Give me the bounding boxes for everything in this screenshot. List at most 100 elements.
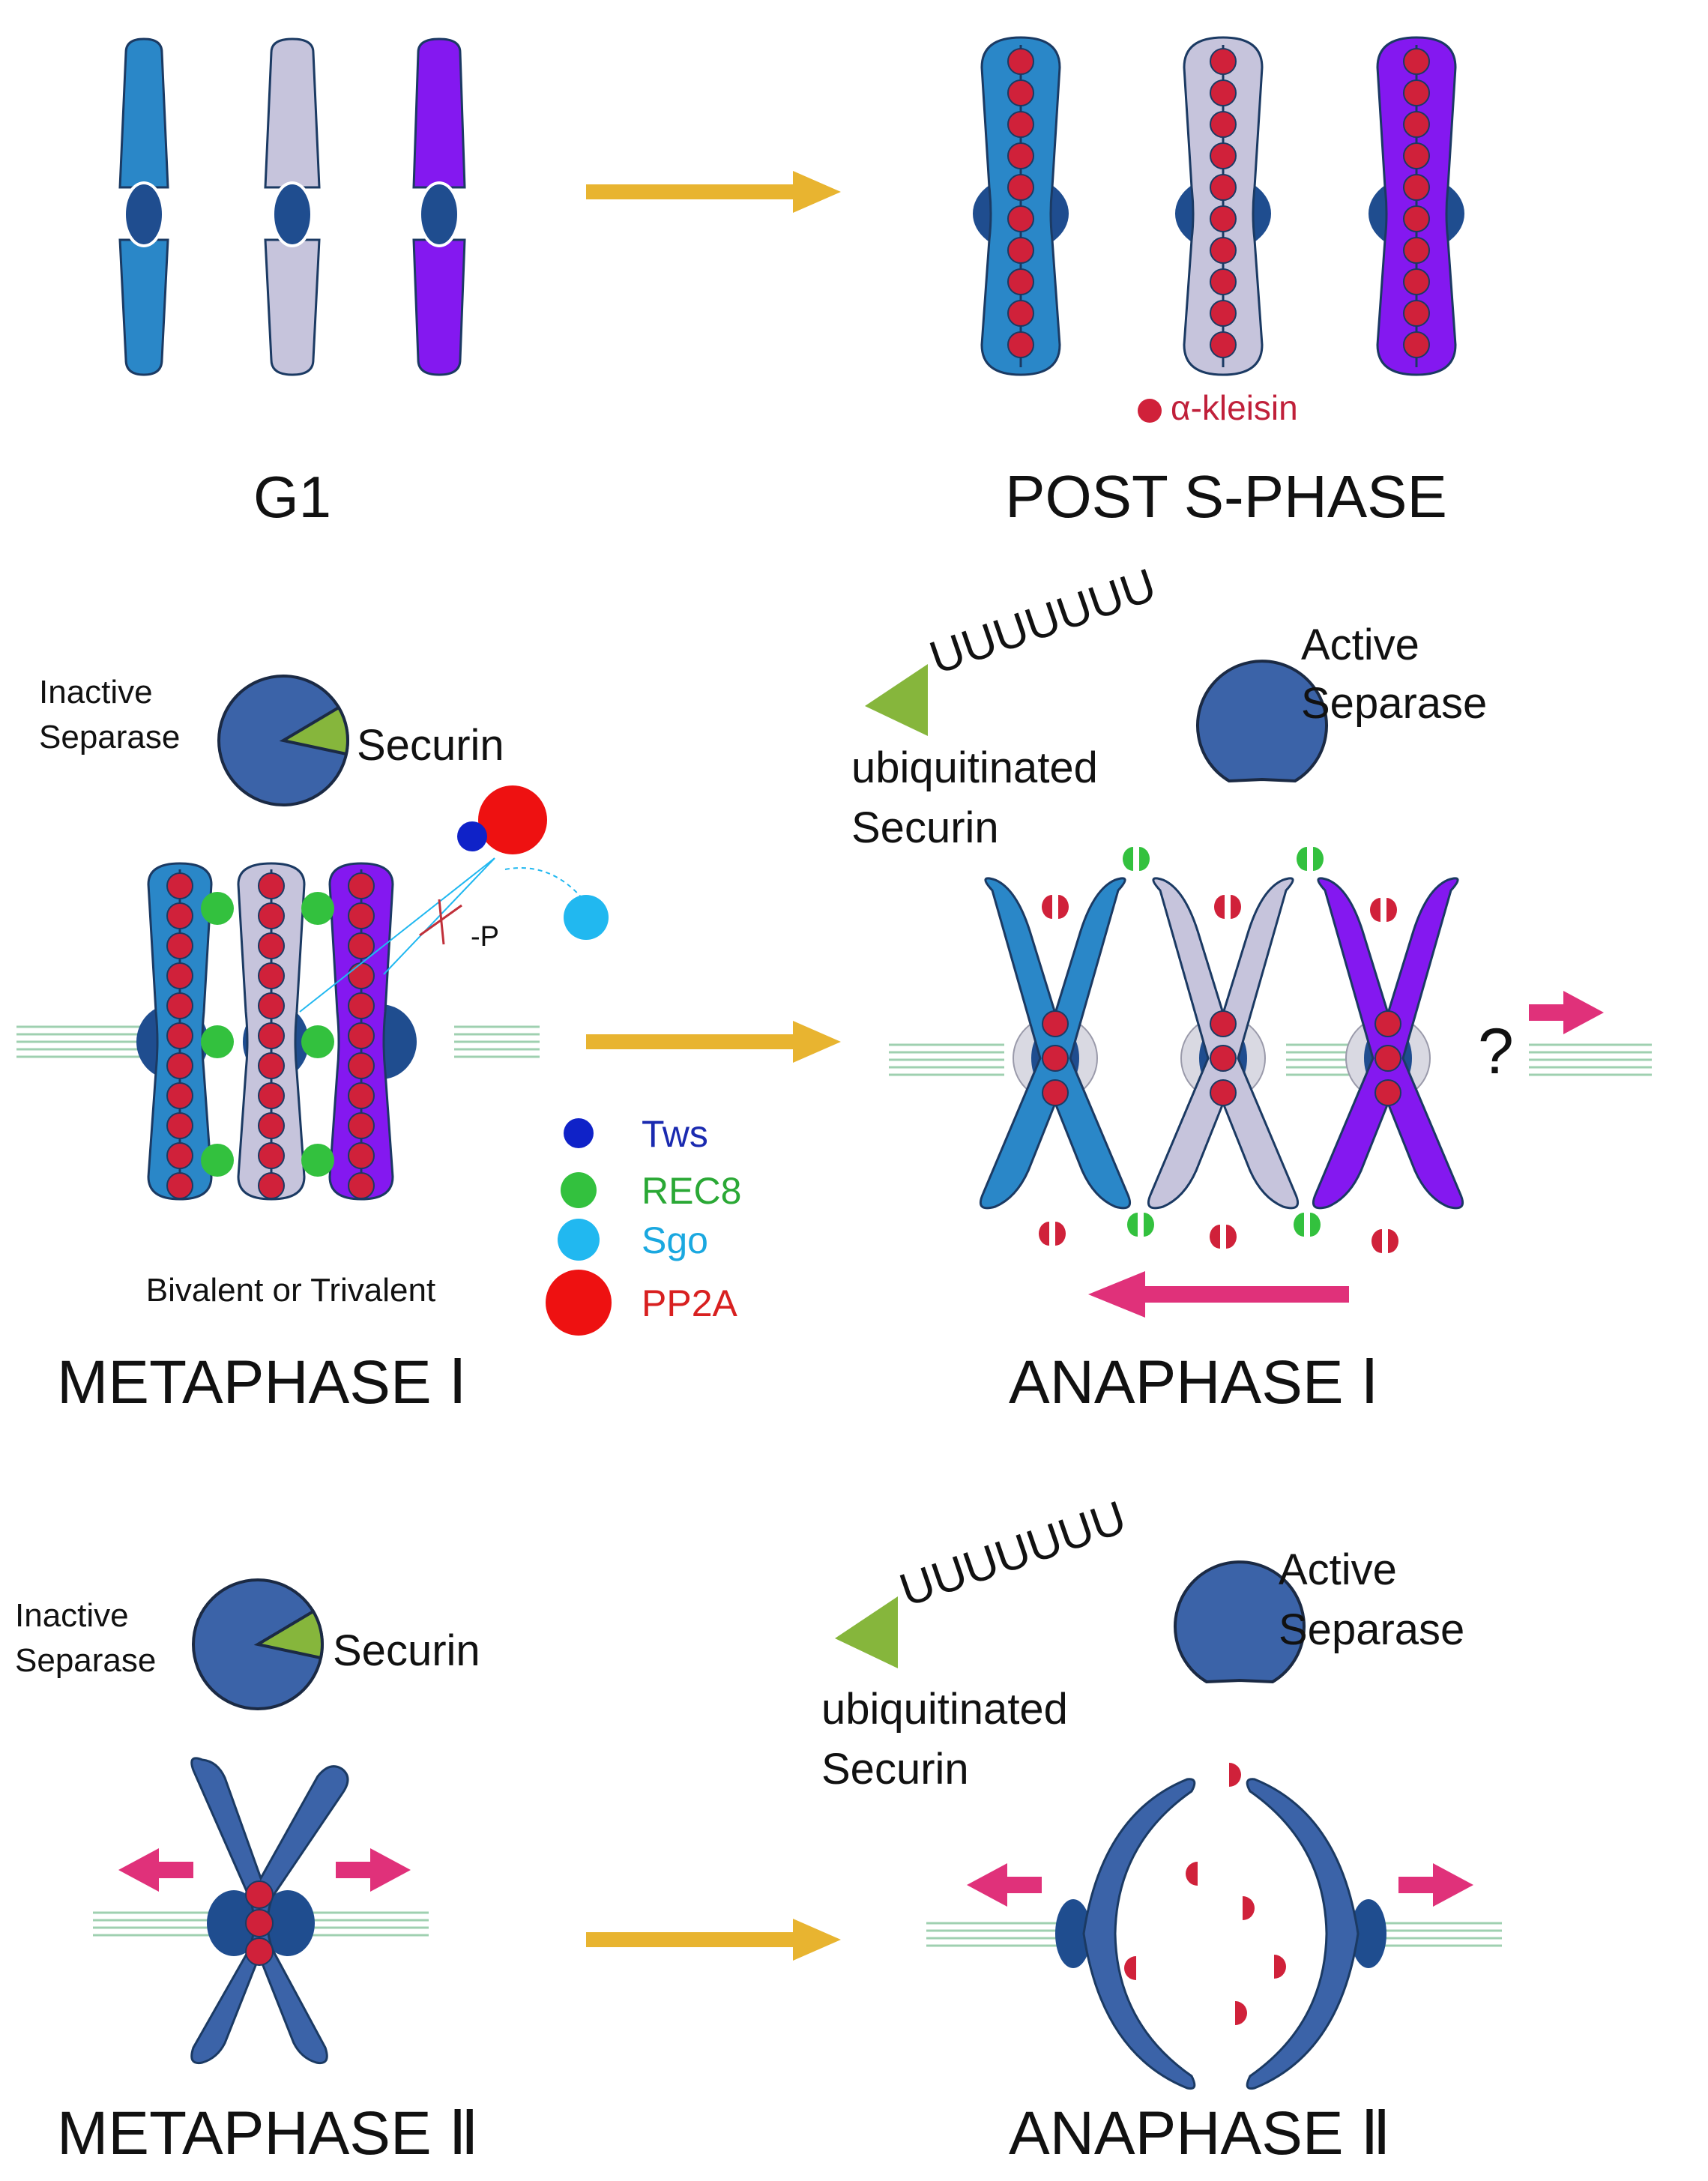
kleisin-dots <box>1007 48 1430 358</box>
ubiquitin-chain-2: UUUUUUU <box>893 1491 1132 1617</box>
legend-marker <box>561 1172 597 1208</box>
legend-label: REC8 <box>642 1170 741 1212</box>
cleaved-kleisin <box>1042 895 1069 919</box>
kleisin-dot <box>258 1172 285 1199</box>
arrow-icon <box>967 1863 1042 1907</box>
kleisin-dot <box>1210 1079 1237 1106</box>
kleisin-dot <box>348 932 375 959</box>
kleisin-dot <box>1374 1079 1401 1106</box>
separase-icon <box>192 1578 324 1710</box>
ubiquitinated-label-1b: Securin <box>851 803 999 852</box>
half <box>1039 1222 1049 1246</box>
cleaved-rec8 <box>1127 1213 1154 1237</box>
inactive-separase-label-2: Separase <box>39 719 180 755</box>
cleaved-rec8 <box>1297 847 1324 871</box>
kleisin-dot <box>1007 331 1034 358</box>
kleisin-dot <box>166 872 193 899</box>
kleisin-dot <box>258 962 285 989</box>
cleaved-kleisin <box>1371 1229 1398 1253</box>
g1-label: G1 <box>253 464 331 530</box>
kleisin-dot <box>166 1172 193 1199</box>
kleisin-dot <box>1007 300 1034 327</box>
inactive-separase-label-1: Inactive <box>39 674 153 711</box>
half <box>1144 1213 1154 1237</box>
post-s-label: POST S-PHASE <box>1005 463 1447 530</box>
kleisin-dot <box>348 872 375 899</box>
anaphase2-label: ANAPHASE Ⅱ <box>1009 2099 1391 2168</box>
kleisin-legend-dot <box>1138 399 1162 423</box>
ubiquitin-chain-1: UUUUUUU <box>923 559 1162 684</box>
chromosome-icon <box>412 37 466 376</box>
kleisin-dot <box>1007 237 1034 264</box>
arrow-icon <box>1088 1271 1349 1318</box>
securin-label-meta2: Securin <box>333 1626 480 1675</box>
kleisin-dot <box>348 992 375 1019</box>
kleisin-dot <box>166 992 193 1019</box>
kleisin-dot <box>1403 48 1430 75</box>
kleisin-dot <box>1007 79 1034 106</box>
half <box>1214 895 1225 919</box>
kleisin-dot <box>258 872 285 899</box>
securin-icon <box>865 664 928 736</box>
cleaved-rec8 <box>1294 1213 1321 1237</box>
legend-label: Tws <box>642 1113 708 1155</box>
kleisin-dot <box>1007 111 1034 138</box>
kleisin-dot <box>1403 300 1430 327</box>
kleisin-dot <box>1210 142 1237 169</box>
arrow-icon <box>336 1848 411 1892</box>
arrow-icon <box>586 1919 841 1961</box>
half <box>1294 1213 1304 1237</box>
kleisin-dot <box>1007 174 1034 201</box>
kleisin-dot <box>1374 1045 1401 1072</box>
arrow-icon <box>118 1848 193 1892</box>
arrow-icon <box>1529 991 1604 1034</box>
kleisin-dot <box>1042 1079 1069 1106</box>
kleisin-dot <box>348 1082 375 1109</box>
active-separase-label-1a: Active <box>1301 621 1419 669</box>
half <box>1388 1229 1398 1253</box>
kleisin-dots <box>166 872 375 1199</box>
kleisin-dot <box>1403 142 1430 169</box>
kleisin-dot <box>1210 79 1237 106</box>
chromosome-icon <box>118 37 169 376</box>
chromosome-icon <box>980 877 1131 1210</box>
kleisin-dot <box>1403 174 1430 201</box>
half <box>1127 1213 1138 1237</box>
spindle-icon <box>889 1043 1652 1076</box>
post-s-chromosomes <box>973 36 1464 376</box>
kleisin-dot <box>348 962 375 989</box>
kleisin-dot <box>1403 205 1430 232</box>
anaphase2-chromatids <box>1055 1778 1386 2090</box>
kleisin-dot <box>1210 1010 1237 1037</box>
kleisin-dot <box>1007 205 1034 232</box>
kleisin-dot <box>1042 1045 1069 1072</box>
kleisin-dot <box>258 1052 285 1079</box>
half <box>1058 895 1069 919</box>
half <box>1310 1213 1321 1237</box>
separase-icon <box>217 675 349 806</box>
arrow-icon <box>586 1021 841 1063</box>
inactive-separase-label-3: Inactive <box>15 1597 129 1634</box>
ubiquitinated-label-1a: ubiquitinated <box>851 743 1098 792</box>
kleisin-dot <box>1042 1010 1069 1037</box>
metaphase2-label: METAPHASE Ⅱ <box>57 2099 479 2168</box>
cleaved-kleisin <box>1214 895 1241 919</box>
half <box>1210 1225 1220 1249</box>
half <box>1139 847 1150 871</box>
chromatid-arms <box>980 877 1131 1210</box>
chromatid-arms <box>1312 877 1464 1210</box>
ubiquitinated-label-2b: Securin <box>821 1745 969 1794</box>
kleisin-dot <box>1210 205 1237 232</box>
inactive-separase-label-4: Separase <box>15 1642 156 1679</box>
securin-icon <box>835 1596 898 1668</box>
kleisin-dot <box>348 1052 375 1079</box>
g1-chromosomes <box>118 37 466 376</box>
active-separase-label-2a: Active <box>1279 1545 1397 1594</box>
legend-label: Sgo <box>642 1219 708 1261</box>
minus-p-label: -P <box>471 921 499 953</box>
anaphase1-label: ANAPHASE Ⅰ <box>1009 1348 1379 1417</box>
kleisin-dot <box>258 1082 285 1109</box>
sgo-pp2a-complex <box>299 785 609 1013</box>
kleisin-dot <box>348 1022 375 1049</box>
active-separase-label-1b: Separase <box>1301 679 1487 728</box>
